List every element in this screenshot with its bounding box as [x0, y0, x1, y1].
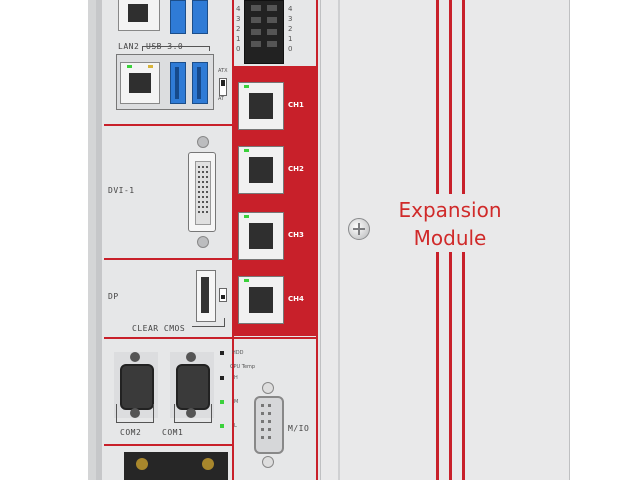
- poe-port-ch4[interactable]: [238, 276, 284, 324]
- usb-bracket: [142, 46, 210, 51]
- led-cpu-mid: [220, 400, 224, 404]
- poe-label-ch3: CH3: [288, 231, 304, 239]
- led-label-high: H: [234, 375, 238, 381]
- led-label-mid: M: [234, 399, 239, 405]
- led-cpu-high: [220, 376, 224, 380]
- led-label-cpu-temp: CPU Temp: [230, 364, 256, 370]
- com-bracket: [174, 404, 212, 423]
- power-terminal[interactable]: [124, 452, 228, 480]
- usb-port[interactable]: [192, 62, 208, 104]
- poe-port-ch3[interactable]: [238, 212, 284, 260]
- displayport[interactable]: [196, 270, 216, 322]
- expansion-title-line2: Module: [413, 226, 487, 250]
- expansion-text-bg: [390, 194, 514, 252]
- dvi-label: DVI-1: [108, 186, 135, 195]
- usb-port[interactable]: [170, 0, 186, 34]
- led-hdd: [220, 351, 224, 355]
- led-label-hdd: HDD: [232, 350, 244, 356]
- screw-icon: [197, 236, 209, 248]
- clear-cmos-label: CLEAR CMOS: [132, 324, 186, 333]
- usb-port[interactable]: [170, 62, 186, 104]
- dp-label: DP: [108, 292, 119, 301]
- dvi-port[interactable]: [188, 152, 216, 232]
- separator-line: [104, 258, 232, 260]
- expansion-title-line1: Expansion: [398, 198, 502, 222]
- dio-terminal[interactable]: [244, 0, 284, 64]
- thumbscrew-icon[interactable]: [348, 218, 370, 240]
- com2-port[interactable]: [114, 352, 158, 418]
- led-cpu-low: [220, 424, 224, 428]
- lan-port-2[interactable]: [120, 62, 160, 104]
- com1-port[interactable]: [170, 352, 214, 418]
- at-label: AT: [218, 96, 225, 102]
- cmos-bracket: [192, 318, 225, 327]
- lan2-label: LAN2: [118, 42, 140, 51]
- mio-port[interactable]: [252, 382, 284, 468]
- com-bracket: [116, 404, 154, 423]
- atx-label: ATX: [218, 68, 228, 74]
- led-label-low: L: [234, 423, 237, 429]
- separator-line: [104, 444, 232, 446]
- chassis-edge: [96, 0, 102, 480]
- at-atx-switch[interactable]: [219, 78, 227, 96]
- separator-line: [104, 337, 318, 339]
- mio-label: M/IO: [288, 424, 310, 433]
- dio-numbers-right: 4 3 2 1 0: [288, 5, 293, 53]
- usb-port[interactable]: [192, 0, 208, 34]
- poe-port-ch1[interactable]: [238, 82, 284, 130]
- poe-label-ch2: CH2: [288, 165, 304, 173]
- poe-label-ch4: CH4: [288, 295, 304, 303]
- poe-label-ch1: CH1: [288, 101, 304, 109]
- lan-port-1[interactable]: [118, 0, 160, 31]
- dio-numbers-left: 4 3 2 1 0: [236, 5, 241, 53]
- module-rail: [338, 0, 340, 480]
- screw-icon: [197, 136, 209, 148]
- poe-port-ch2[interactable]: [238, 146, 284, 194]
- com1-label: COM1: [162, 428, 184, 437]
- com2-label: COM2: [120, 428, 142, 437]
- separator-line: [104, 124, 232, 126]
- clear-cmos-button[interactable]: [219, 288, 227, 302]
